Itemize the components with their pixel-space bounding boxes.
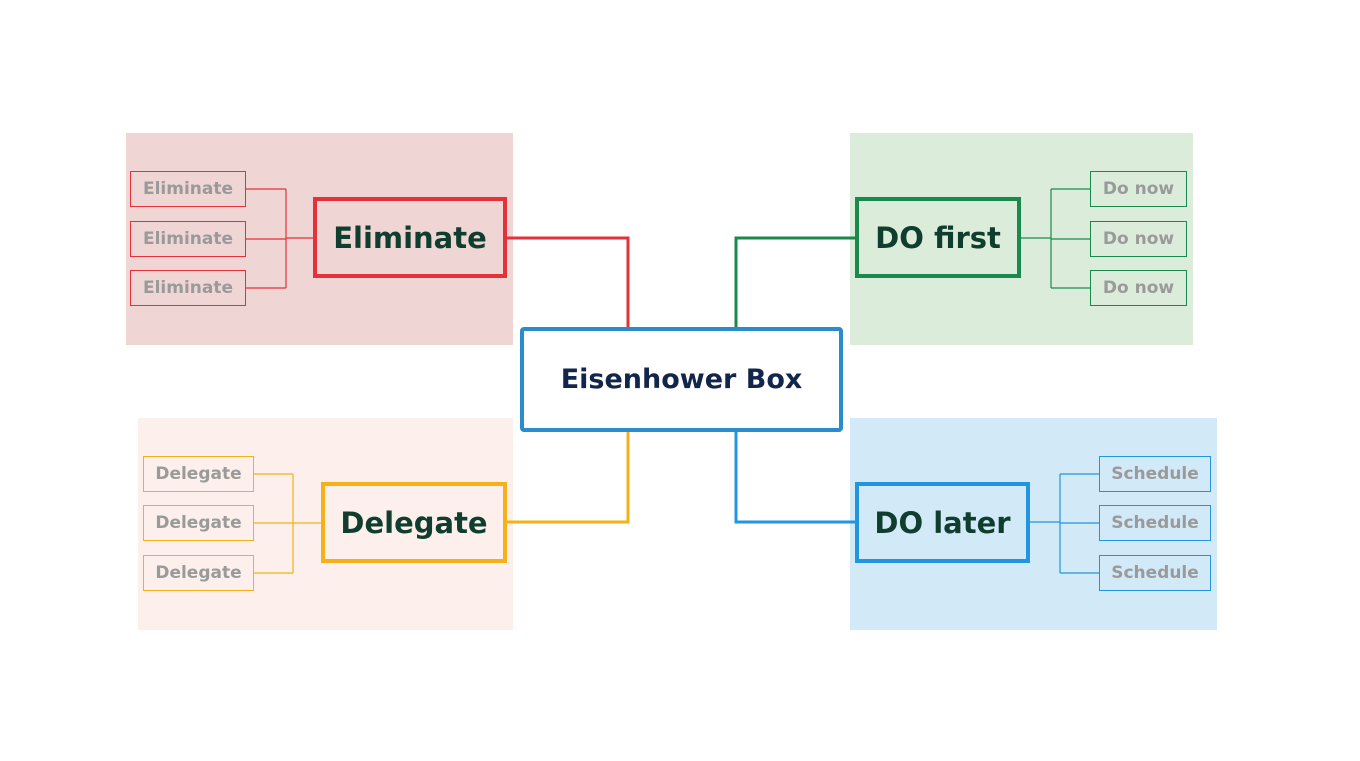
eliminate-subtopic-label: Eliminate: [142, 229, 234, 249]
delegate-subtopic-label: Delegate: [155, 464, 242, 484]
do-later-subtopic-node[interactable]: Schedule: [1099, 555, 1211, 591]
center-to-do-first-connector: [734, 236, 855, 327]
delegate-subtopic-label: Delegate: [155, 563, 242, 583]
do-later-branch-connector: [1030, 473, 1099, 574]
eliminate-subtopic-label: Eliminate: [142, 179, 234, 199]
delegate-subtopic-label: Delegate: [155, 513, 242, 533]
eliminate-panel: [126, 133, 513, 345]
do-first-branch-connector: [1021, 188, 1090, 289]
eliminate-subtopic-node[interactable]: Eliminate: [130, 171, 246, 207]
do-first-subtopic-node[interactable]: Do now: [1090, 221, 1187, 257]
do-later-panel: [850, 418, 1217, 630]
do-first-topic-label: DO first: [875, 220, 1001, 255]
do-first-subtopic-label: Do now: [1102, 179, 1175, 199]
do-first-topic-node[interactable]: DO first: [855, 197, 1021, 278]
do-later-subtopic-node[interactable]: Schedule: [1099, 456, 1211, 492]
do-later-subtopic-label: Schedule: [1111, 464, 1199, 484]
do-first-subtopic-node[interactable]: Do now: [1090, 171, 1187, 207]
delegate-subtopic-node[interactable]: Delegate: [143, 456, 254, 492]
eliminate-subtopic-label: Eliminate: [142, 278, 234, 298]
center-to-eliminate-connector: [507, 236, 630, 327]
eliminate-topic-node[interactable]: Eliminate: [313, 197, 507, 278]
eliminate-subtopic-node[interactable]: Eliminate: [130, 270, 246, 306]
do-later-topic-label: DO later: [874, 505, 1011, 540]
delegate-subtopic-node[interactable]: Delegate: [143, 505, 254, 541]
center-topic-node[interactable]: Eisenhower Box: [520, 327, 843, 432]
delegate-subtopic-node[interactable]: Delegate: [143, 555, 254, 591]
center-to-delegate-connector: [507, 432, 630, 524]
do-first-panel: [850, 133, 1193, 345]
delegate-topic-node[interactable]: Delegate: [321, 482, 507, 563]
eliminate-branch-connector: [246, 188, 313, 289]
do-later-subtopic-label: Schedule: [1111, 513, 1199, 533]
eliminate-topic-label: Eliminate: [333, 220, 487, 255]
center-topic-label: Eisenhower Box: [560, 364, 803, 395]
do-later-subtopic-node[interactable]: Schedule: [1099, 505, 1211, 541]
do-first-subtopic-label: Do now: [1102, 278, 1175, 298]
delegate-panel: [138, 418, 513, 630]
center-to-do-later-connector: [734, 432, 855, 524]
do-later-topic-node[interactable]: DO later: [855, 482, 1030, 563]
do-later-subtopic-label: Schedule: [1111, 563, 1199, 583]
delegate-branch-connector: [254, 473, 321, 574]
do-first-subtopic-node[interactable]: Do now: [1090, 270, 1187, 306]
delegate-topic-label: Delegate: [340, 505, 488, 540]
eliminate-subtopic-node[interactable]: Eliminate: [130, 221, 246, 257]
do-first-subtopic-label: Do now: [1102, 229, 1175, 249]
